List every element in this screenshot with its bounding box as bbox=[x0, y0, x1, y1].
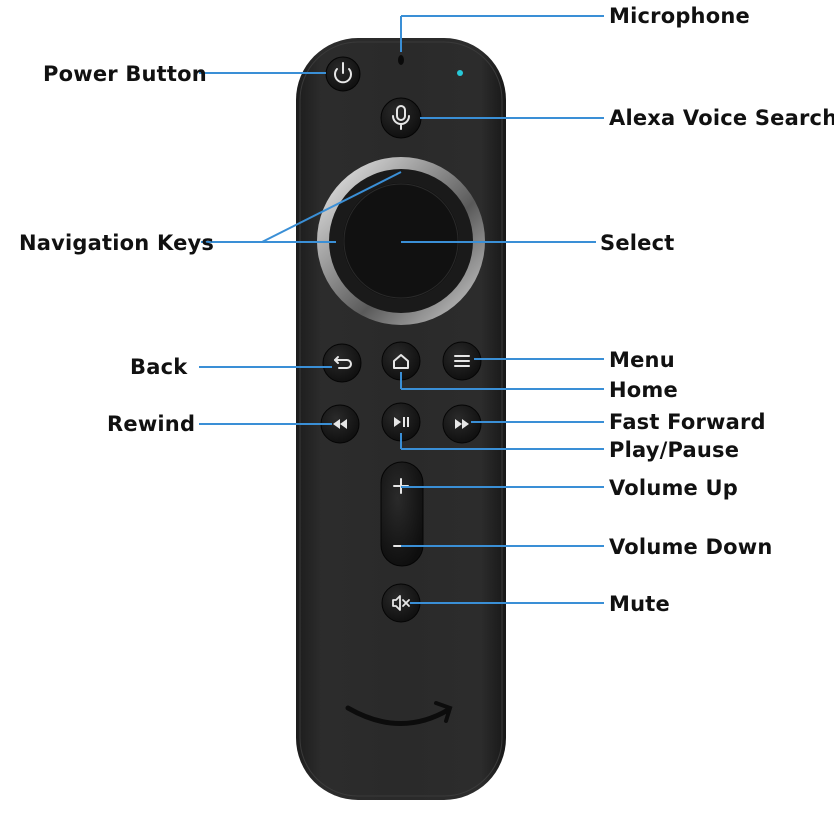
microphone-icon bbox=[392, 105, 410, 130]
label-select: Select bbox=[600, 231, 675, 255]
label-back: Back bbox=[130, 355, 188, 379]
fast-forward-icon bbox=[455, 419, 469, 429]
power-button[interactable] bbox=[325, 56, 361, 92]
amazon-smile-logo-icon bbox=[345, 701, 453, 726]
microphone-hole bbox=[398, 55, 404, 65]
label-power-button: Power Button bbox=[43, 62, 207, 86]
label-volume-down: Volume Down bbox=[609, 535, 773, 559]
label-home: Home bbox=[609, 378, 678, 402]
play-pause-icon bbox=[394, 417, 409, 427]
label-fast-forward: Fast Forward bbox=[609, 410, 766, 434]
label-alexa-voice-search: Alexa Voice Search bbox=[609, 106, 834, 130]
hamburger-menu-icon bbox=[454, 355, 470, 367]
power-icon bbox=[334, 62, 352, 84]
home-icon bbox=[393, 354, 409, 369]
back-arrow-icon bbox=[334, 356, 352, 369]
label-play-pause: Play/Pause bbox=[609, 438, 740, 462]
fast-forward-button[interactable] bbox=[442, 404, 482, 444]
alexa-voice-button[interactable] bbox=[380, 97, 422, 139]
label-navigation-keys: Navigation Keys bbox=[19, 231, 215, 255]
rewind-icon bbox=[333, 419, 347, 429]
home-button[interactable] bbox=[381, 341, 421, 381]
label-mute: Mute bbox=[609, 592, 670, 616]
status-light bbox=[457, 70, 463, 76]
menu-button[interactable] bbox=[442, 341, 482, 381]
volume-down-button[interactable] bbox=[381, 514, 423, 566]
mute-icon bbox=[392, 595, 410, 611]
label-volume-up: Volume Up bbox=[609, 476, 738, 500]
back-button[interactable] bbox=[322, 343, 362, 383]
label-microphone: Microphone bbox=[609, 4, 750, 28]
label-rewind: Rewind bbox=[107, 412, 196, 436]
label-menu: Menu bbox=[609, 348, 675, 372]
leader-lines bbox=[199, 15, 604, 604]
